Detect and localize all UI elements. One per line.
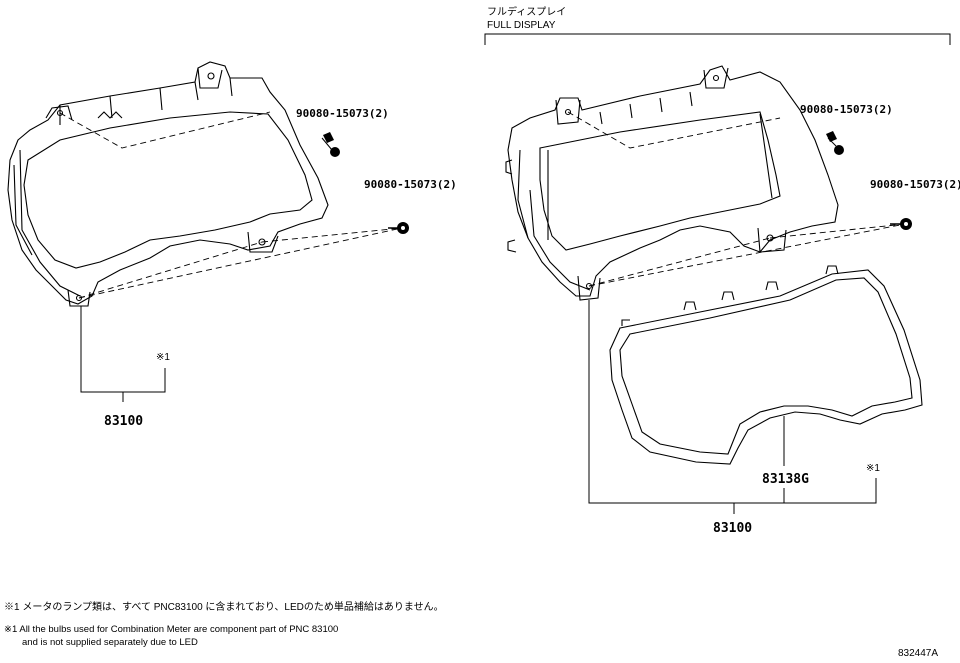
- right-lower-bolt: [890, 218, 912, 230]
- lens-bezel-83138g: [609, 265, 923, 465]
- right-upper-bolt: [826, 131, 844, 155]
- left-meter-housing: [7, 61, 329, 307]
- left-assembly-bracket: [80, 306, 166, 393]
- left-assembly-number: 83100: [104, 414, 143, 429]
- right-assembly-bracket: [588, 300, 877, 504]
- full-display-bracket: [484, 33, 951, 45]
- left-lower-bolt: [388, 222, 409, 234]
- full-display-label-jp: フルディスプレイ: [487, 5, 566, 18]
- left-bolt-upper-label: 90080-15073(2): [296, 107, 389, 120]
- lens-part-label: 83138G: [762, 472, 809, 487]
- figure-code: 832447A: [898, 648, 938, 659]
- note-japanese: ※1 メータのランプ類は、すべて PNC83100 に含まれており、LEDのため…: [4, 602, 444, 613]
- right-assembly-number: 83100: [713, 521, 752, 536]
- full-display-label-en: FULL DISPLAY: [487, 20, 556, 31]
- left-upper-bolt: [321, 132, 340, 157]
- left-bolt-lower-label: 90080-15073(2): [364, 178, 457, 191]
- right-bolt-upper-label: 90080-15073(2): [800, 103, 893, 116]
- left-note-ref: ※1: [156, 352, 170, 363]
- right-note-ref: ※1: [866, 463, 880, 474]
- note-english-line2: and is not supplied separately due to LE…: [22, 637, 198, 648]
- right-bolt-lower-label: 90080-15073(2): [870, 178, 960, 191]
- full-display-header: フルディスプレイ FULL DISPLAY: [484, 5, 951, 45]
- note-english-line1: ※1 All the bulbs used for Combination Me…: [4, 624, 339, 635]
- right-meter-housing: [505, 65, 839, 301]
